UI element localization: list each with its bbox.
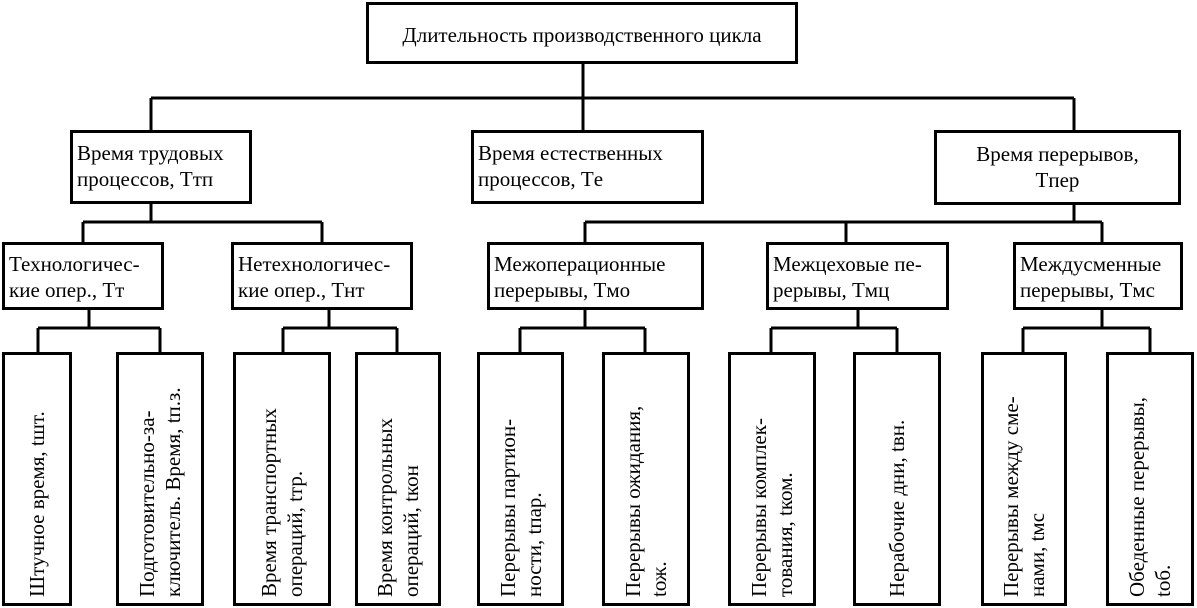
node-intershop-breaks-label: Межцеховые пе- рерывы, Tмц <box>773 252 922 302</box>
node-break-time: Время перерывов, Tпер <box>934 130 1181 205</box>
node-lunch-breaks-label: Обеденные перерывы, tоб. <box>1125 396 1175 597</box>
node-nontech-ops: Нетехнологичес- кие опер., Tнт <box>231 242 413 310</box>
node-prep-time: Подготовительно-за- ключитель. Время, tп… <box>116 352 204 606</box>
node-labor-time: Время трудовых процессов, Tтп <box>70 130 252 204</box>
root-label: Длительность производственного цикла <box>402 23 762 47</box>
node-control-time: Время контрольных операций, tкон <box>355 352 441 606</box>
node-wait-breaks: Перерывы ожидания, tож. <box>602 352 690 606</box>
node-piece-time-label: Штучное время, tшт. <box>25 411 49 597</box>
node-tech-ops: Технологичес- кие опер., Tт <box>2 242 164 310</box>
node-transport-time: Время транспортных операций, tтр. <box>233 352 331 606</box>
node-nonworking-days-label: Нерабочие дни, tвн. <box>885 419 909 597</box>
node-batch-breaks: Перерывы партион- ности, tпар. <box>477 352 564 606</box>
node-batch-breaks-label: Перерывы партион- ности, tпар. <box>495 418 546 597</box>
node-interop-breaks: Межоперационные перерывы, Tмо <box>487 242 704 310</box>
node-nontech-ops-label: Нетехнологичес- кие опер., Tнт <box>238 252 391 302</box>
node-piece-time: Штучное время, tшт. <box>2 352 72 606</box>
node-natural-time: Время естественных процессов, Tе <box>471 130 704 204</box>
node-assembly-breaks: Перерывы комплек- тования, tком. <box>728 352 816 606</box>
node-intershop-breaks: Межцеховые пе- рерывы, Tмц <box>766 242 949 310</box>
node-prep-time-label: Подготовительно-за- ключитель. Время, tп… <box>135 387 185 597</box>
node-shift-breaks: Перерывы между сме- нами, tмс <box>981 352 1067 606</box>
node-tech-ops-label: Технологичес- кие опер., Tт <box>9 252 140 302</box>
node-interop-breaks-label: Межоперационные перерывы, Tмо <box>494 252 666 302</box>
node-assembly-breaks-label: Перерывы комплек- тования, tком. <box>747 418 797 597</box>
node-lunch-breaks: Обеденные перерывы, tоб. <box>1106 352 1194 606</box>
node-transport-time-label: Время транспортных операций, tтр. <box>257 408 307 597</box>
node-break-time-label: Время перерывов, Tпер <box>976 142 1139 192</box>
node-shift-breaks-label: Перерывы между сме- нами, tмс <box>999 396 1049 597</box>
node-nonworking-days: Нерабочие дни, tвн. <box>853 352 941 606</box>
node-control-time-label: Время контрольных операций, tкон <box>373 418 423 597</box>
node-intershift-breaks: Междусменные перерывы, Tмс <box>1013 242 1183 310</box>
node-natural-time-label: Время естественных процессов, Tе <box>478 141 663 191</box>
root-node: Длительность производственного цикла <box>366 2 798 64</box>
node-intershift-breaks-label: Междусменные перерывы, Tмс <box>1020 252 1162 302</box>
node-labor-time-label: Время трудовых процессов, Tтп <box>77 141 224 191</box>
node-wait-breaks-label: Перерывы ожидания, tож. <box>621 405 671 597</box>
